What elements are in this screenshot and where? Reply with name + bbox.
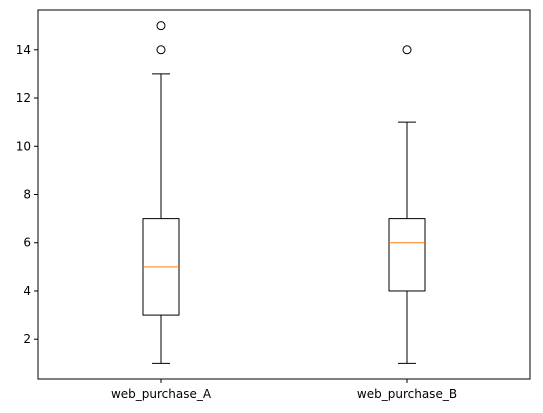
x-tick-label: web_purchase_A	[111, 387, 212, 401]
y-tick-label: 6	[23, 236, 31, 250]
y-tick-label: 2	[23, 332, 31, 346]
x-tick-label: web_purchase_B	[357, 387, 457, 401]
box-group-web_purchase_A	[142, 21, 180, 364]
y-tick-label: 14	[16, 43, 31, 57]
outlier-point	[156, 45, 166, 55]
outlier-point	[402, 45, 412, 55]
y-tick-label: 4	[23, 284, 31, 298]
iqr-box	[388, 218, 426, 292]
box-group-web_purchase_B	[388, 45, 426, 364]
y-tick-label: 12	[16, 91, 31, 105]
outlier-point	[156, 21, 166, 31]
y-tick-label: 10	[16, 139, 31, 153]
plot-area	[142, 21, 426, 364]
y-tick-label: 8	[23, 188, 31, 202]
axes: 2 4 6 8 10 12 14 web_purchase_A web_purchase_B	[16, 9, 531, 401]
